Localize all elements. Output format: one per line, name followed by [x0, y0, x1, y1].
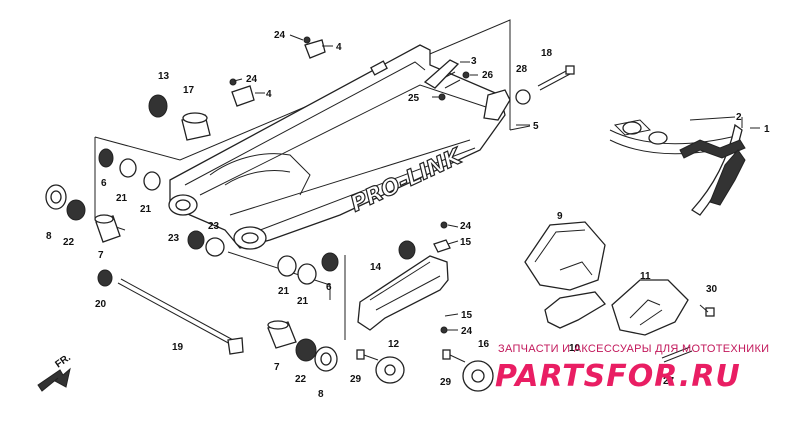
- part-label: 15: [460, 237, 472, 248]
- part-label: 8: [318, 389, 324, 400]
- chain-guide-plate: [611, 279, 689, 336]
- part-label: 5: [533, 121, 539, 132]
- watermark: ЗАПЧАСТИ И АКСЕССУАРЫ ДЛЯ МОТОТЕХНИКИ PA…: [495, 343, 769, 394]
- part-label: 30: [706, 284, 718, 295]
- part-label: 1: [764, 124, 770, 135]
- part-label: 17: [183, 85, 195, 96]
- part-label: 11: [640, 271, 651, 282]
- part-label: 4: [336, 42, 342, 53]
- part-label: 20: [95, 299, 107, 310]
- drive-chain: [609, 119, 746, 216]
- part-label: 2: [736, 112, 742, 123]
- part-label: 8: [46, 231, 52, 242]
- part-label: 15: [461, 310, 473, 321]
- part-label: 4: [266, 89, 272, 100]
- part-label: 6: [101, 178, 107, 189]
- part-label: 14: [370, 262, 382, 273]
- part-label: 7: [98, 250, 104, 261]
- part-label: 26: [482, 70, 494, 81]
- part-label: 7: [274, 362, 280, 373]
- part-label: 29: [350, 374, 362, 385]
- part-label: 12: [388, 339, 400, 350]
- chain-guide: [524, 221, 606, 329]
- part-label: 18: [541, 48, 553, 59]
- part-label: 6: [326, 282, 332, 293]
- front-direction-label: FR.: [53, 352, 73, 370]
- part-label: 24: [246, 74, 258, 85]
- part-label: 21: [116, 193, 128, 204]
- pivot-shaft: [117, 278, 244, 355]
- part-label: 27: [663, 376, 675, 387]
- front-direction-arrow: FR.: [37, 352, 73, 392]
- part-label: 21: [297, 296, 309, 307]
- part-label: 9: [557, 211, 563, 222]
- part-label: 24: [460, 221, 472, 232]
- part-label: 23: [208, 221, 220, 232]
- part-label: 3: [471, 56, 477, 67]
- part-number-labels: 1 2 3 4 4 5 6 6 7 7 8 8 9 10 11 12 13 14…: [46, 30, 770, 400]
- small-brackets: [231, 39, 460, 107]
- part-label: 22: [63, 237, 75, 248]
- part-label: 16: [478, 339, 490, 350]
- part-label: 13: [158, 71, 170, 82]
- part-label: 21: [140, 204, 152, 215]
- part-label: 28: [516, 64, 528, 75]
- part-label: 22: [295, 374, 307, 385]
- part-label: 19: [172, 342, 184, 353]
- part-label: 24: [274, 30, 286, 41]
- bolts: [229, 36, 715, 363]
- part-label: 24: [461, 326, 473, 337]
- leader-lines: [233, 34, 760, 331]
- swingarm-body: [168, 44, 511, 250]
- chain-slider: [357, 255, 449, 331]
- part-label: 29: [440, 377, 452, 388]
- part-label: 23: [168, 233, 180, 244]
- part-label: 25: [408, 93, 420, 104]
- watermark-tagline: ЗАПЧАСТИ И АКСЕССУАРЫ ДЛЯ МОТОТЕХНИКИ: [498, 343, 769, 355]
- bearings-and-seals: [45, 89, 531, 392]
- part-label: 10: [569, 343, 581, 354]
- watermark-brand: PARTSFOR.RU: [495, 359, 741, 394]
- part-label: 21: [278, 286, 290, 297]
